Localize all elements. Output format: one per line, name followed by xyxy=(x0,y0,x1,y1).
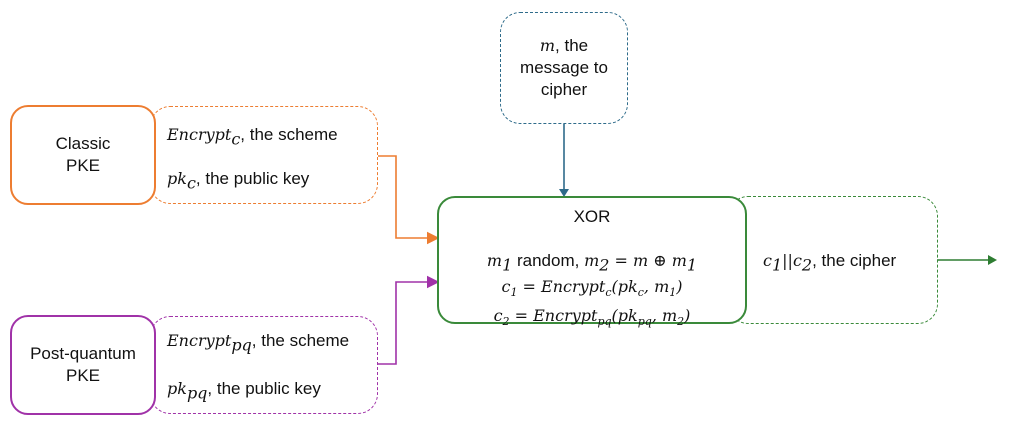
pq-key-label: pkpq, the public key xyxy=(167,379,321,403)
output-label: c1||c2, the cipher xyxy=(763,251,897,275)
pq-details-box: Encryptpq, the scheme pkpq, the public k… xyxy=(150,316,378,414)
classic-details-box: Encryptc, the scheme pkc, the public key xyxy=(150,106,378,204)
message-line-2: message to xyxy=(520,58,608,77)
pq-connector xyxy=(378,275,440,365)
message-line-1: m, the xyxy=(539,36,589,55)
xor-line-1: m1 random, m2 = m ⊕ m1 xyxy=(486,251,698,275)
output-box: c1||c2, the cipher xyxy=(728,196,938,324)
classic-key-label: pkc, the public key xyxy=(167,169,310,193)
message-line-3: cipher xyxy=(540,80,588,99)
xor-equations: m1 random, m2 = m ⊕ m1 c1 = Encryptc(pkc… xyxy=(439,250,745,333)
classic-title-line-2: PKE xyxy=(65,156,101,175)
classic-connector xyxy=(378,155,440,245)
xor-box: XOR m1 random, m2 = m ⊕ m1 c1 = Encryptc… xyxy=(437,196,747,328)
classic-title-line-1: Classic xyxy=(55,134,111,153)
message-symbol: m xyxy=(539,36,556,55)
classic-scheme-label: Encryptc, the scheme xyxy=(167,125,338,149)
xor-line-2: c1 = Encryptc(pkc, m1) xyxy=(501,277,683,300)
pq-title-line-1: Post-quantum xyxy=(30,344,136,363)
message-box: m, the message to cipher xyxy=(500,12,628,124)
pq-scheme-label: Encryptpq, the scheme xyxy=(167,331,350,355)
xor-line-3: c2 = Encryptpq(pkpq, m2) xyxy=(493,305,691,328)
pq-title-line-2: PKE xyxy=(65,366,101,385)
pq-pke-box: Post-quantum PKE xyxy=(10,315,156,415)
xor-title: XOR xyxy=(573,207,611,226)
classic-pke-box: Classic PKE xyxy=(10,105,156,205)
